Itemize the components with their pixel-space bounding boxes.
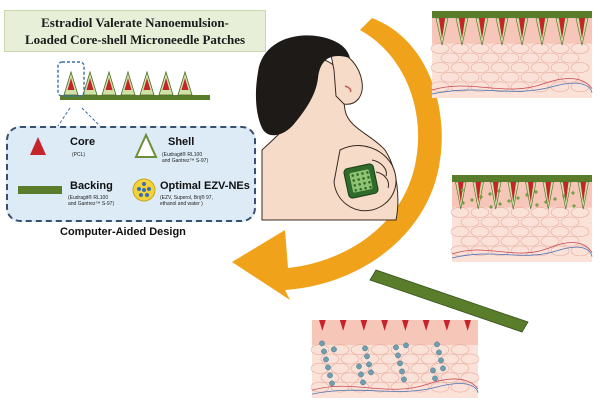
- skin-panel-middle: [450, 175, 593, 262]
- legend-backing-label: Backing: [70, 180, 113, 192]
- legend-shell-sub1: (Eudragit® RL100: [162, 152, 203, 158]
- legend-shell-sub2: and Gantrez™ S-97): [162, 158, 209, 164]
- needle-core: [181, 78, 189, 90]
- title-line-1: Estradiol Valerate Nanoemulsion-: [41, 15, 229, 30]
- patch-on-arm-icon: [343, 163, 379, 199]
- legend-backing-sub1: (Eudragit® RL100: [68, 195, 109, 201]
- peeled-backing-icon: [369, 269, 529, 333]
- legend-box: Core (PCL) Shell (Eudragit® RL100 and Ga…: [6, 126, 256, 222]
- skin-panel-bottom: [310, 320, 480, 398]
- title-line-2: Loaded Core-shell Microneedle Patches: [24, 32, 246, 47]
- legend-core-label: Core: [70, 136, 96, 148]
- needle-core: [105, 78, 113, 90]
- title-box: Estradiol Valerate Nanoemulsion- Loaded …: [4, 10, 266, 52]
- legend-shell-label: Shell: [168, 136, 195, 148]
- legend-core-sub: (PCL): [72, 152, 86, 158]
- legend-symbols: [18, 132, 158, 202]
- needle-core: [67, 78, 75, 90]
- circular-arrow-icon: [232, 18, 442, 300]
- legend-nanoemulsion-sub2: ethanol and water ): [160, 201, 203, 207]
- skin-panel-top: [430, 11, 593, 98]
- backing-icon: [18, 186, 62, 194]
- needle-core: [162, 78, 170, 90]
- legend-backing-sub2: and Gantrez™ S-97): [68, 201, 115, 207]
- shell-icon: [134, 132, 158, 158]
- microneedle-array-icon: [57, 61, 210, 127]
- legend-nanoemulsion-label: Optimal EZV-NEs: [160, 180, 250, 192]
- caption-computer-aided-design: Computer-Aided Design: [60, 226, 186, 238]
- needle-core: [143, 78, 151, 90]
- legend-nanoemulsion-sub1: (EZV, Superol, Brij® 97,: [160, 195, 213, 201]
- needle-core: [86, 78, 94, 90]
- needle-core: [124, 78, 132, 90]
- woman-figure-icon: [255, 35, 399, 221]
- core-icon: [30, 137, 46, 155]
